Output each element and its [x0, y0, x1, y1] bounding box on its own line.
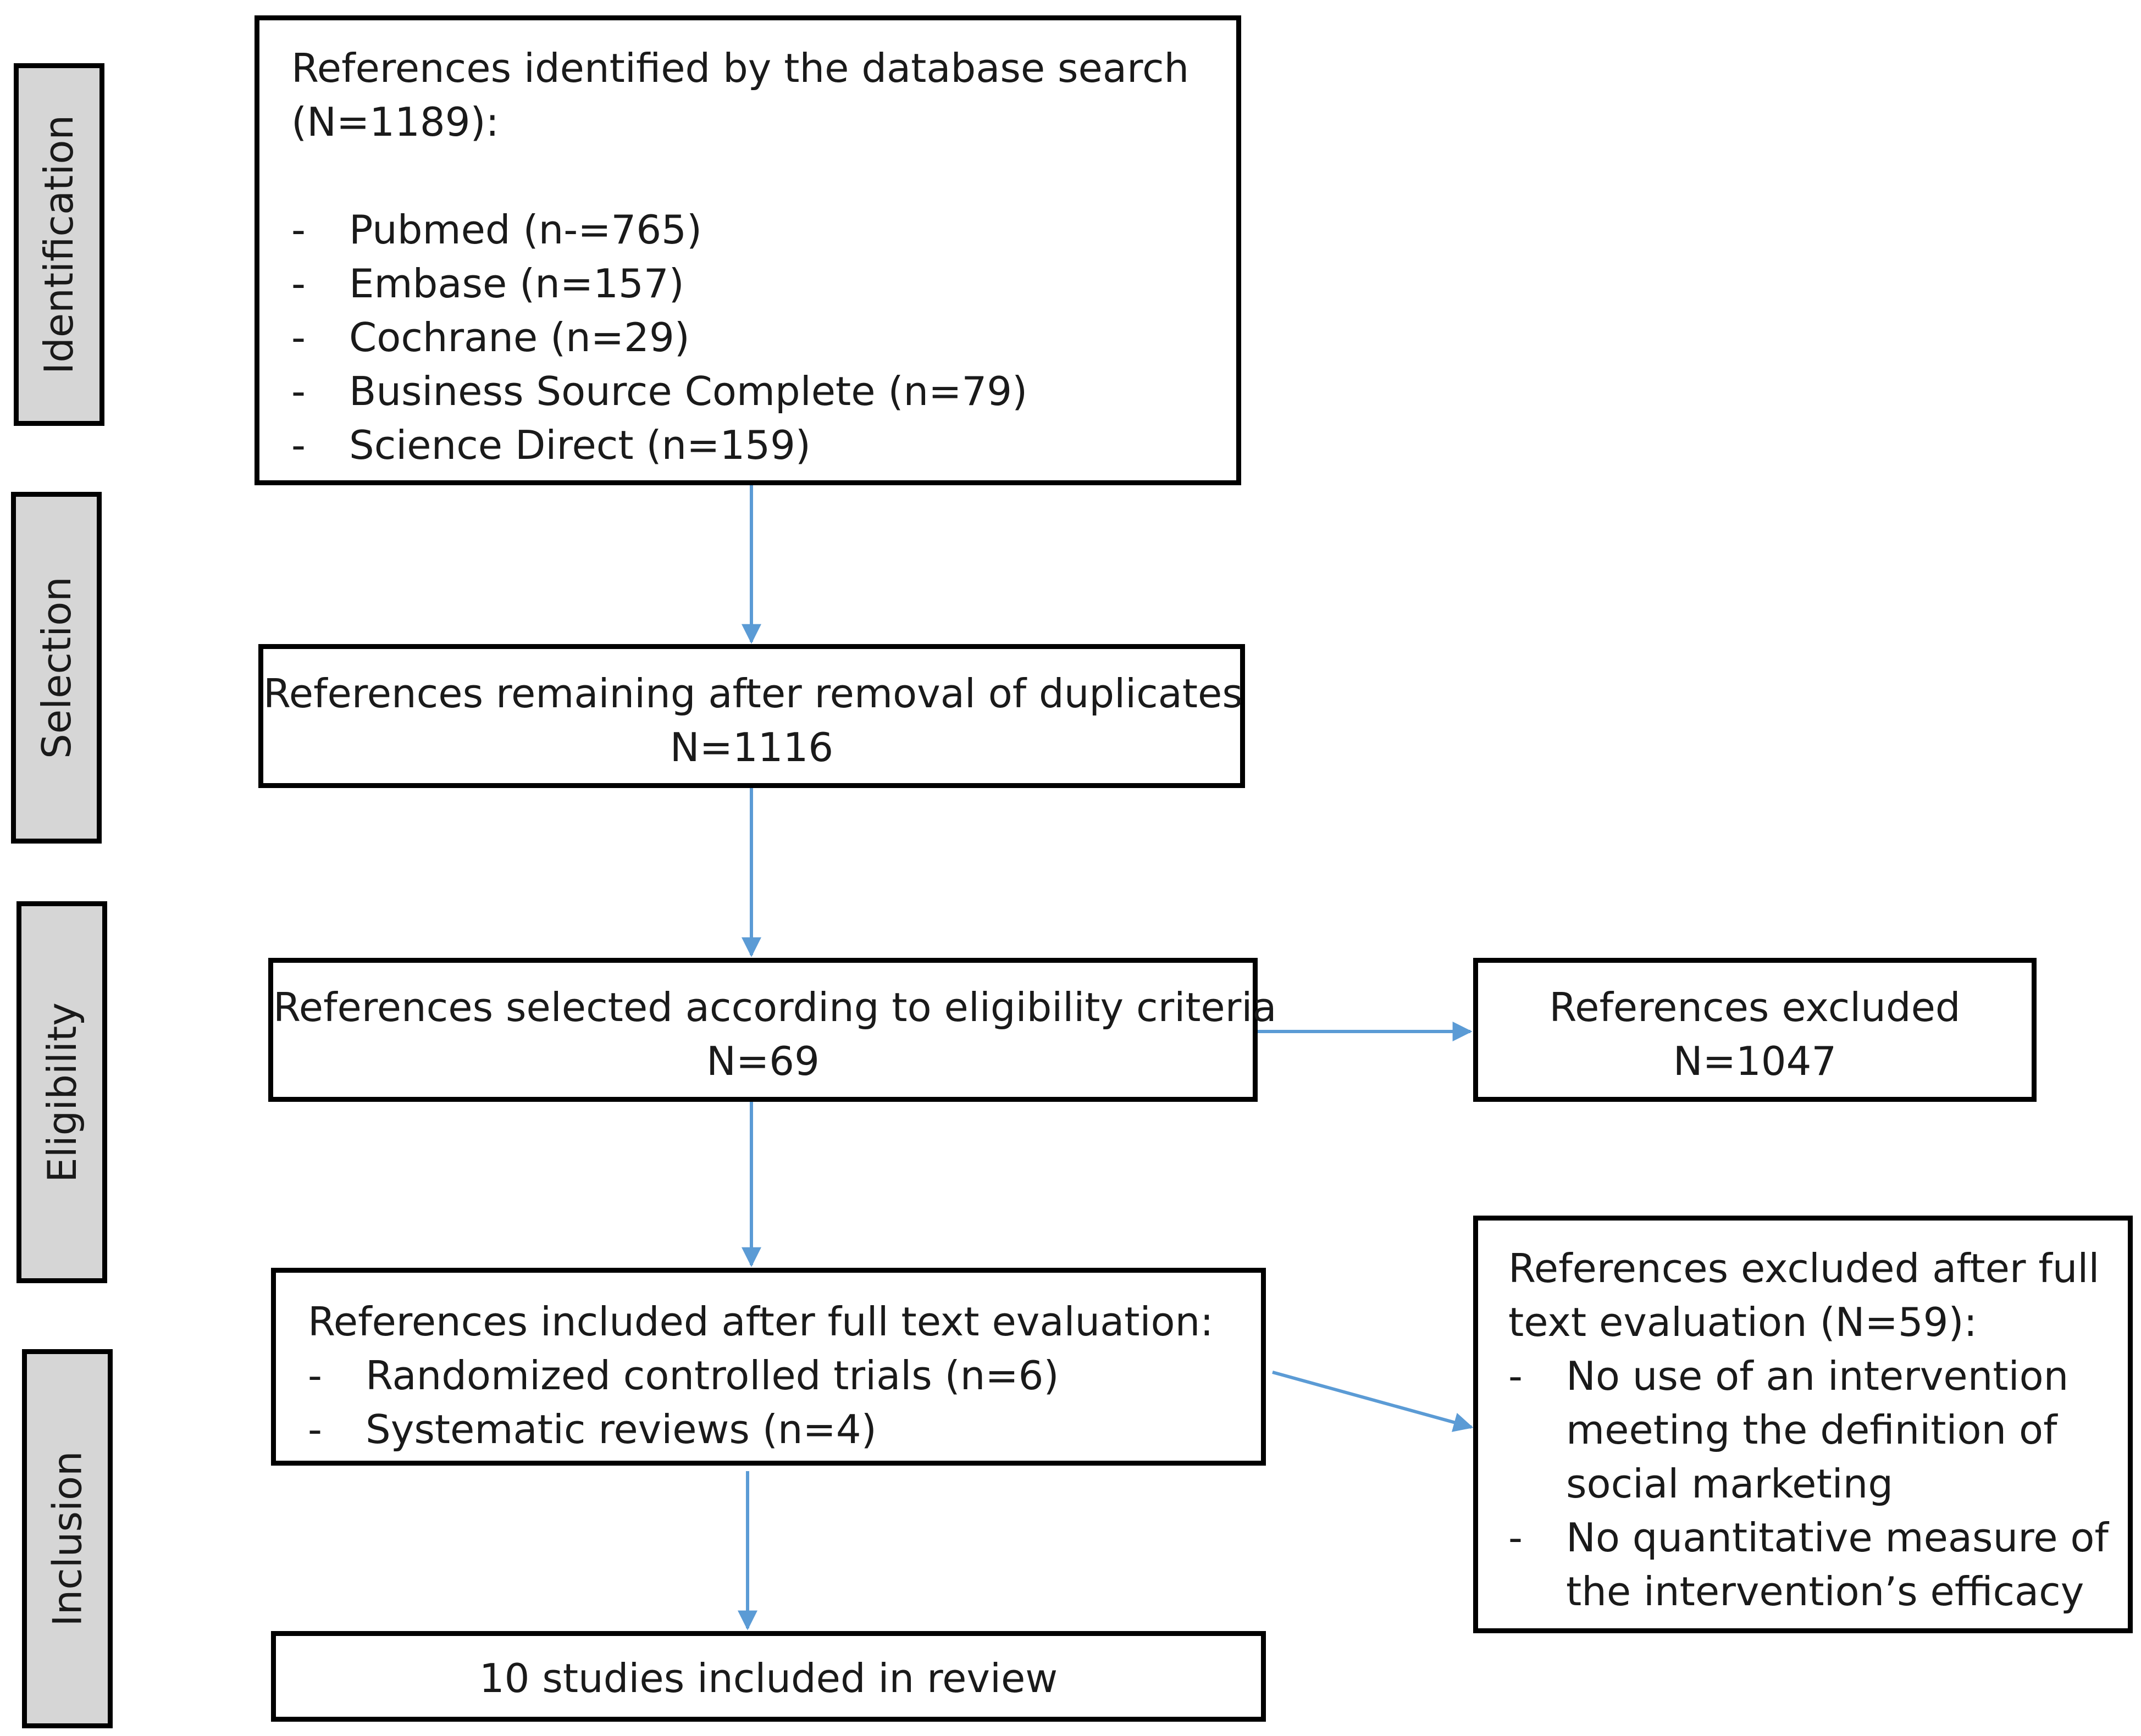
source-label: Business Source Complete (n=79) — [349, 368, 1028, 414]
identified-title-line1: References identified by the database se… — [291, 45, 1190, 91]
excluded-fulltext-box: References excluded after full text eval… — [1473, 1216, 2133, 1633]
eligible-count: N=69 — [706, 1038, 820, 1084]
eligible-references-box: References selected according to eligibi… — [268, 958, 1277, 1102]
bullet-dash: - — [291, 260, 306, 307]
source-label: Science Direct (n=159) — [349, 422, 811, 468]
phase-eligibility: Eligibility — [16, 901, 107, 1283]
bullet-dash: - — [291, 422, 306, 468]
arrow-included-to-excluded-fulltext — [1272, 1371, 1474, 1432]
identified-references-box: References identified by the database se… — [255, 15, 1241, 485]
exclusion-reason-line: No use of an intervention — [1566, 1353, 2069, 1399]
deduplicated-count: N=1116 — [670, 724, 834, 770]
identified-title-line2: (N=1189): — [291, 99, 499, 145]
source-item: - Pubmed (n-=765) — [291, 203, 1236, 257]
excluded-count: N=1047 — [1673, 1038, 1837, 1084]
exclusion-reason: - No quantitative measure of the interve… — [1508, 1511, 2128, 1618]
excluded-references-box: References excluded N=1047 — [1473, 958, 2037, 1102]
bullet-dash: - — [1508, 1353, 1523, 1399]
bullet-dash: - — [1508, 1515, 1523, 1561]
eligible-line1: References selected according to eligibi… — [273, 984, 1277, 1030]
exclusion-reason-line: No quantitative measure of — [1566, 1515, 2109, 1561]
excluded-fulltext-title-line1: References excluded after full — [1508, 1245, 2100, 1291]
included-fulltext-title: References included after full text eval… — [308, 1299, 1214, 1345]
bullet-dash: - — [291, 207, 306, 253]
included-item: - Systematic reviews (n=4) — [308, 1402, 1261, 1456]
included-item-label: Randomized controlled trials (n=6) — [366, 1352, 1059, 1399]
included-item-label: Systematic reviews (n=4) — [366, 1406, 877, 1452]
final-included-box: 10 studies included in review — [271, 1631, 1266, 1722]
included-fulltext-box: References included after full text eval… — [271, 1268, 1266, 1466]
source-item: - Cochrane (n=29) — [291, 310, 1236, 364]
bullet-dash: - — [308, 1352, 322, 1399]
bullet-dash: - — [291, 368, 306, 414]
exclusion-reason-line: meeting the definition of — [1566, 1407, 2057, 1453]
excluded-line1: References excluded — [1549, 984, 1961, 1030]
source-label: Embase (n=157) — [349, 260, 684, 307]
source-item: - Science Direct (n=159) — [291, 418, 1236, 472]
source-item: - Business Source Complete (n=79) — [291, 364, 1236, 418]
deduplicated-line1: References remaining after removal of du… — [263, 670, 1243, 717]
source-item: - Embase (n=157) — [291, 257, 1236, 310]
included-item: - Randomized controlled trials (n=6) — [308, 1349, 1261, 1402]
source-label: Cochrane (n=29) — [349, 314, 690, 360]
source-label: Pubmed (n-=765) — [349, 207, 702, 253]
phase-inclusion: Inclusion — [22, 1349, 113, 1728]
deduplicated-references-box: References remaining after removal of du… — [258, 644, 1245, 788]
phase-identification: Identification — [14, 63, 104, 426]
bullet-dash: - — [291, 314, 306, 360]
phase-selection: Selection — [11, 492, 102, 844]
exclusion-reason: - No use of an intervention meeting the … — [1508, 1349, 2128, 1511]
exclusion-reason-line: the intervention’s efficacy — [1566, 1568, 2084, 1615]
excluded-fulltext-title-line2: text evaluation (N=59): — [1508, 1299, 1977, 1345]
final-included-label: 10 studies included in review — [479, 1655, 1058, 1701]
bullet-dash: - — [308, 1406, 322, 1452]
exclusion-reason-line: social marketing — [1566, 1461, 1894, 1507]
